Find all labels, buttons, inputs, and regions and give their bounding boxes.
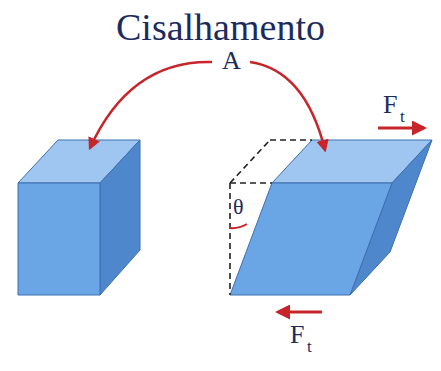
- sheared-block: [230, 140, 432, 295]
- force-arrow: [278, 311, 322, 314]
- area-label: A: [222, 48, 241, 74]
- angle-label: θ: [233, 196, 244, 218]
- angle-arc: [230, 224, 247, 228]
- force-label: F: [290, 322, 304, 348]
- force-subscript: t: [307, 338, 312, 355]
- force-arrow: [378, 127, 424, 130]
- cube: [18, 140, 140, 295]
- leader-arrow: [250, 62, 325, 150]
- title: Cisalhamento: [116, 8, 325, 46]
- force-subscript: t: [400, 108, 405, 125]
- original-outline: [230, 140, 312, 295]
- force-label: F: [383, 92, 397, 118]
- leader-arrow: [90, 62, 212, 148]
